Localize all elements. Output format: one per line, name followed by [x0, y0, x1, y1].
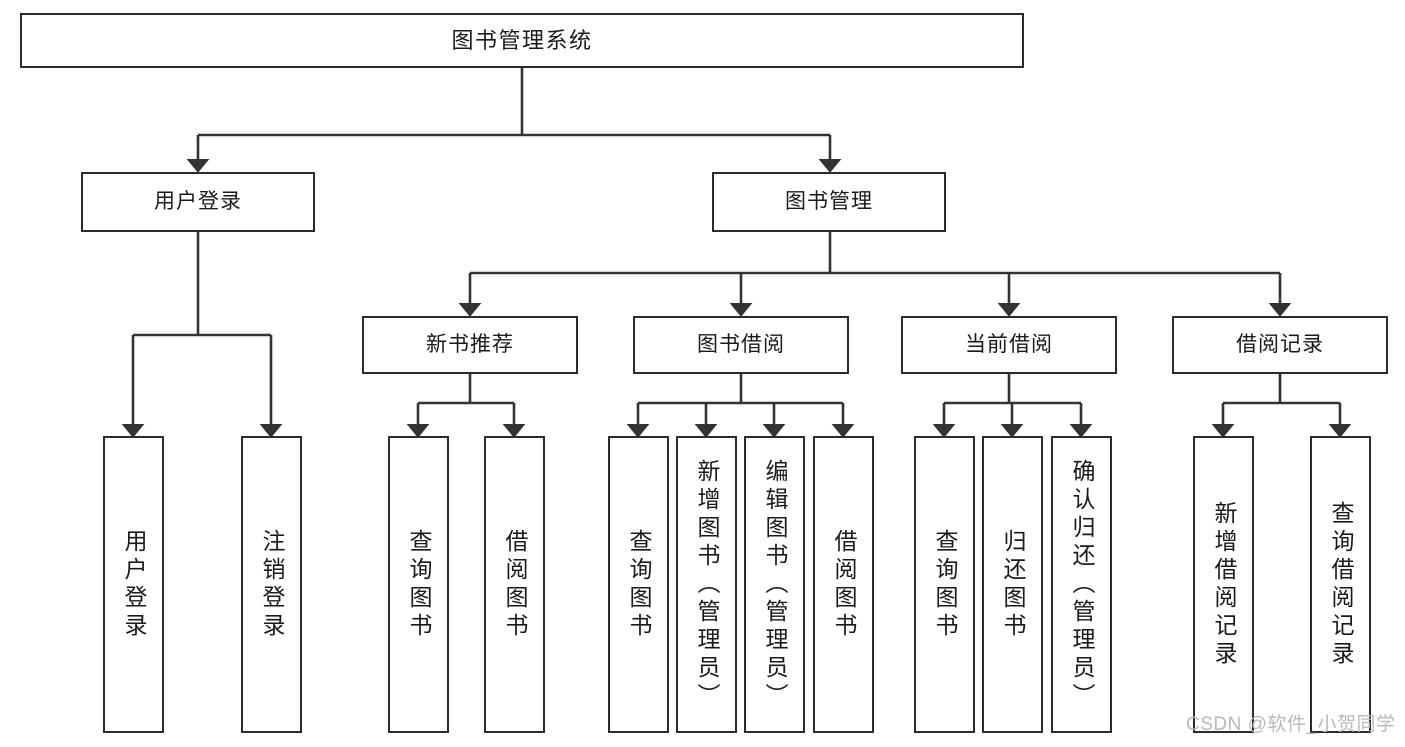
node-label: 查询图书 [626, 528, 652, 641]
node-label: 图书管理系统 [451, 27, 593, 53]
leaf-borrow-book-recommend[interactable]: 借阅图书 [484, 436, 545, 733]
leaf-confirm-return-admin[interactable]: 确认归还（管理员） [1051, 436, 1112, 733]
node-label: 图书借阅 [697, 332, 785, 356]
leaf-user-login[interactable]: 用户登录 [103, 436, 164, 733]
leaf-edit-book-admin[interactable]: 编辑图书（管理员） [744, 436, 805, 733]
node-label: 用户登录 [121, 528, 147, 641]
leaf-logout[interactable]: 注销登录 [241, 436, 302, 733]
node-new-book-recommend[interactable]: 新书推荐 [362, 316, 578, 374]
leaf-add-book-admin[interactable]: 新增图书（管理员） [676, 436, 737, 733]
leaf-query-book-borrow[interactable]: 查询图书 [608, 436, 669, 733]
node-label: 查询借阅记录 [1328, 500, 1354, 669]
node-borrow-record[interactable]: 借阅记录 [1172, 316, 1388, 374]
node-book-borrow[interactable]: 图书借阅 [633, 316, 849, 374]
node-label: 查询图书 [932, 528, 958, 641]
leaf-add-borrow-record[interactable]: 新增借阅记录 [1193, 436, 1254, 733]
node-label: 用户登录 [154, 189, 242, 213]
node-current-borrow[interactable]: 当前借阅 [901, 316, 1117, 374]
node-label: 借阅图书 [502, 528, 528, 641]
node-label: 查询图书 [406, 528, 432, 641]
node-book-management[interactable]: 图书管理 [712, 172, 946, 232]
node-label: 借阅图书 [831, 528, 857, 641]
node-label: 归还图书 [1000, 528, 1026, 641]
leaf-query-borrow-record[interactable]: 查询借阅记录 [1310, 436, 1371, 733]
leaf-borrow-book[interactable]: 借阅图书 [813, 436, 874, 733]
node-label: 新增图书（管理员） [694, 458, 720, 711]
node-label: 注销登录 [259, 528, 285, 641]
node-root-system[interactable]: 图书管理系统 [20, 13, 1024, 68]
node-label: 新增借阅记录 [1211, 500, 1237, 669]
leaf-query-book-recommend[interactable]: 查询图书 [388, 436, 449, 733]
node-label: 借阅记录 [1236, 332, 1324, 356]
node-user-login[interactable]: 用户登录 [81, 172, 315, 232]
leaf-query-book-current[interactable]: 查询图书 [914, 436, 975, 733]
node-label: 确认归还（管理员） [1069, 458, 1095, 711]
leaf-return-book[interactable]: 归还图书 [982, 436, 1043, 733]
node-label: 编辑图书（管理员） [762, 458, 788, 711]
node-label: 当前借阅 [965, 332, 1053, 356]
node-label: 新书推荐 [426, 332, 514, 356]
node-label: 图书管理 [785, 189, 873, 213]
csdn-watermark: CSDN @软件_小贺同学 [1186, 714, 1396, 735]
